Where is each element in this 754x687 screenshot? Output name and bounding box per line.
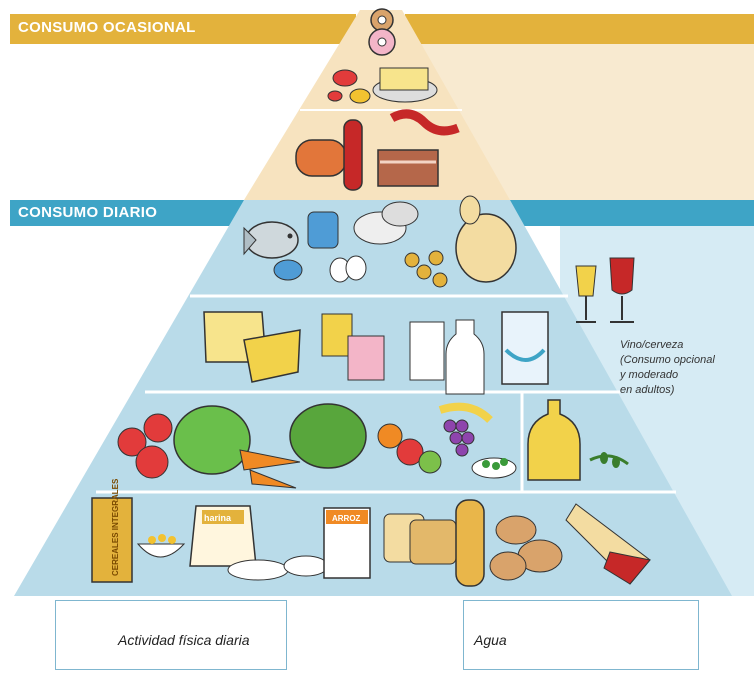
flour-bag-label: harina xyxy=(204,513,232,523)
milk-carton-icon xyxy=(502,312,548,384)
occasional-band-right xyxy=(405,14,754,44)
baguette-icon xyxy=(456,500,484,586)
milk-glass-icon xyxy=(410,322,444,380)
eggs-icon xyxy=(330,256,366,282)
butter-icon xyxy=(373,68,437,102)
rice-bowl-icon xyxy=(284,556,328,576)
wine-beer-note-line2: (Consumo opcional xyxy=(620,353,746,368)
peas-icon xyxy=(472,458,516,478)
wine-beer-note-line3: y moderado xyxy=(620,368,746,383)
daily-band-label: CONSUMO DIARIO xyxy=(18,204,157,221)
bread-icon xyxy=(384,514,456,564)
spinach-icon xyxy=(290,404,366,468)
flour-plate-icon xyxy=(228,560,288,580)
lettuce-icon xyxy=(174,406,250,474)
wine-beer-note: Vino/cerveza (Consumo opcional y moderad… xyxy=(620,338,746,398)
daily-band-right xyxy=(500,200,754,226)
wine-beer-note-line1: Vino/cerveza xyxy=(620,338,746,353)
activity-label: Actividad física diaria xyxy=(118,632,250,648)
occasional-band-label: CONSUMO OCASIONAL xyxy=(18,19,196,36)
water-label: Agua xyxy=(474,632,507,648)
rice-box-label: ARROZ xyxy=(332,514,361,523)
wine-beer-note-line4: en adultos) xyxy=(620,383,746,398)
cereal-box-label: CEREALES INTEGRALES xyxy=(111,478,120,576)
donut-icon xyxy=(369,9,395,55)
